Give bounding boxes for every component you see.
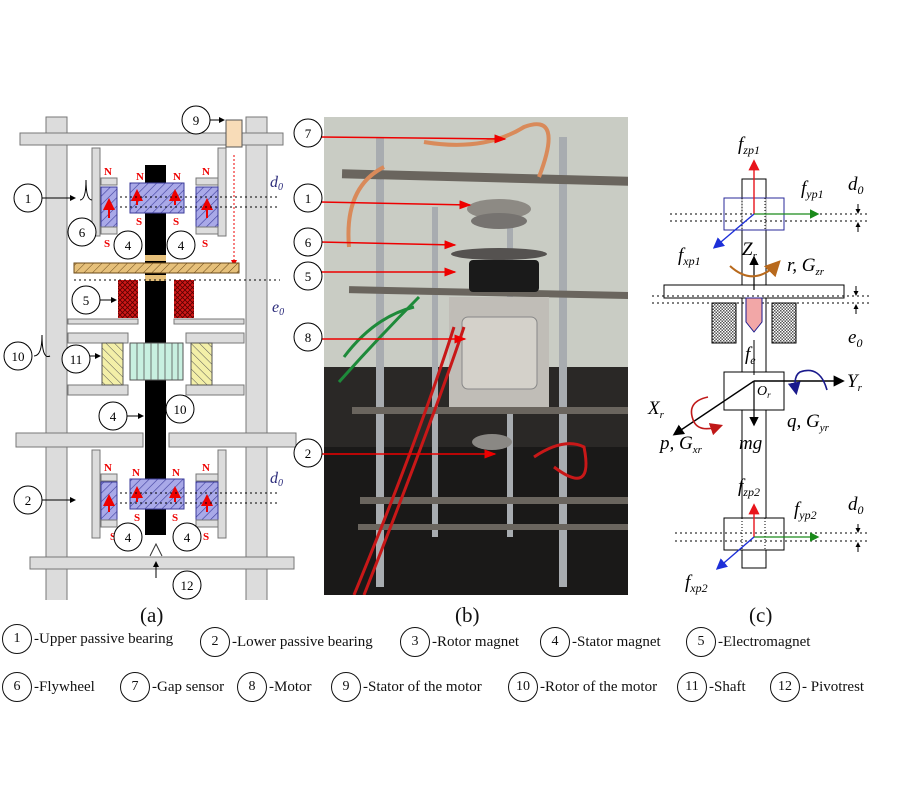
callout-12: 12 <box>181 578 194 593</box>
callout-9: 11 <box>70 352 83 367</box>
xr-axis-arrow <box>672 380 755 436</box>
legend-item: 11-Shaft <box>677 672 746 702</box>
pole-label: S <box>110 531 116 543</box>
gap-sensor <box>225 119 243 148</box>
callout-1: 1 <box>25 191 32 206</box>
zr-label: Zr <box>742 239 758 262</box>
pole-label: N <box>104 462 112 474</box>
d0-label: d0 <box>270 470 283 489</box>
photo-callout-7: 7 <box>305 126 312 141</box>
pole-label: N <box>136 171 144 183</box>
q-rotation-arrow <box>787 369 828 396</box>
lower-bearing <box>100 473 280 528</box>
caption-b: (b) <box>455 603 480 627</box>
e0-label: e0 <box>272 299 284 318</box>
fe-label: fe <box>745 344 756 367</box>
pole-label: S <box>134 512 140 524</box>
photo-callout-5: 5 <box>305 269 312 284</box>
caption-c: (c) <box>749 603 773 627</box>
xr-label: Xr <box>647 398 665 421</box>
callout-11: 4 <box>110 409 117 424</box>
callouts <box>3 105 211 600</box>
fe-arrow <box>745 297 763 333</box>
flywheel <box>73 262 240 274</box>
callout-5: 5 <box>83 293 90 308</box>
pole-label: N <box>202 166 210 178</box>
pole-label: N <box>104 166 112 178</box>
electromagnet-photo <box>469 260 539 292</box>
photo-callouts: 7 1 6 5 8 2 <box>293 118 507 468</box>
callout-4: 4 <box>184 530 191 545</box>
fxp1-arrow <box>712 213 755 249</box>
pole-label: N <box>132 467 140 479</box>
legend-item: 7-Gap sensor <box>120 672 224 702</box>
pole-label: N <box>172 467 180 479</box>
legend-item: 9-Stator of the motor <box>331 672 482 702</box>
pole-label: S <box>203 531 209 543</box>
legend-item: 2-Lower passive bearing <box>200 627 373 657</box>
callout-4: 4 <box>125 238 132 253</box>
or-label: Or <box>757 384 771 400</box>
legend-item: 1-Upper passive bearing <box>2 624 173 654</box>
pole-label: S <box>173 216 179 228</box>
callout-7: 9 <box>193 113 200 128</box>
electromagnet <box>118 280 138 318</box>
electromagnet-coil <box>711 302 737 344</box>
mg-label: mg <box>739 433 762 454</box>
legend-item: 8-Motor <box>237 672 312 702</box>
fxp2-arrow <box>715 536 755 570</box>
pole-label: S <box>136 216 142 228</box>
prototype-photo <box>324 117 628 595</box>
callout-4: 4 <box>178 238 185 253</box>
plates <box>341 169 628 530</box>
callout-4: 4 <box>125 530 132 545</box>
upper-bearing <box>100 177 280 235</box>
motor-stator <box>101 342 124 386</box>
r-rotation-arrow <box>729 260 781 278</box>
pole-label: N <box>173 171 181 183</box>
e0-label: e0 <box>848 327 862 350</box>
fyp2-label: fyp2 <box>794 499 817 522</box>
pole-label: N <box>202 462 210 474</box>
fxp2-label: fxp2 <box>685 572 708 595</box>
photo-callout-8: 8 <box>305 330 312 345</box>
fxp1-label: fxp1 <box>678 245 701 268</box>
lower-bearing-photo <box>472 434 512 450</box>
callout-2: 2 <box>25 493 32 508</box>
p-rotation-arrow <box>690 396 724 436</box>
fzp2-label: fzp2 <box>738 476 760 499</box>
pole-label: S <box>172 512 178 524</box>
caption-a: (a) <box>140 603 164 627</box>
free-body-diagram: fzp1 fyp1 fxp1 Zr r, Gzr d0 e0 fe Yr Xr … <box>647 134 870 595</box>
d0-label: d0 <box>270 174 283 193</box>
pole-label: S <box>202 238 208 250</box>
schematic-diagram: N N N N S S S S N N N N S <box>3 105 297 600</box>
callout-8: 10 <box>12 349 25 364</box>
legend-item: 6-Flywheel <box>2 672 95 702</box>
p-gxr-label: p, Gxr <box>658 433 703 456</box>
photo-callout-1: 1 <box>305 191 312 206</box>
photo-callout-2: 2 <box>305 446 312 461</box>
legend-item: 4-Stator magnet <box>540 627 661 657</box>
legend-item: 5-Electromagnet <box>686 627 810 657</box>
fzp1-label: fzp1 <box>738 134 760 157</box>
q-gyr-label: q, Gyr <box>787 411 830 434</box>
callout-6: 6 <box>79 225 86 240</box>
d0-bottom-label: d0 <box>848 494 864 517</box>
yr-label: Yr <box>847 371 863 394</box>
callout-10: 10 <box>174 402 187 417</box>
d0-top-label: d0 <box>848 174 864 197</box>
pivot <box>149 542 163 557</box>
pole-label: S <box>104 238 110 250</box>
legend-item: 12- Pivotrest <box>770 672 864 702</box>
legend-item: 10-Rotor of the motor <box>508 672 657 702</box>
r-gzr-label: r, Gzr <box>787 255 825 278</box>
flywheel-photo <box>451 248 547 260</box>
motor-rotor <box>129 342 184 381</box>
fyp1-label: fyp1 <box>801 178 824 201</box>
photo-callout-6: 6 <box>305 235 312 250</box>
upper-bearing-photo <box>467 199 531 219</box>
electromagnet-coil <box>771 302 797 344</box>
legend-item: 3-Rotor magnet <box>400 627 519 657</box>
